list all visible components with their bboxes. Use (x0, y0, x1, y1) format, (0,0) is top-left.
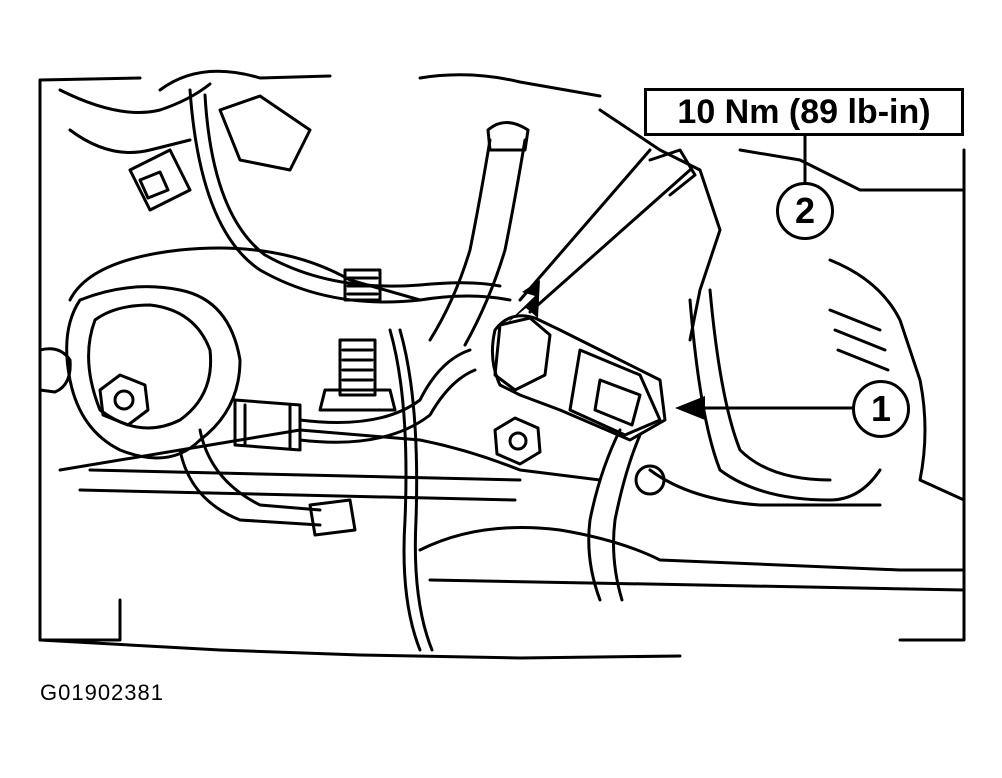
callout-1-arrowhead (675, 396, 705, 420)
upper-hose-2 (68, 128, 192, 154)
center-bolt-center (508, 431, 528, 451)
upper-bracket (218, 94, 312, 172)
lower-rail (78, 468, 522, 502)
left-casting-inner (87, 303, 213, 430)
sensor-connector (568, 348, 662, 437)
torque-spec-label: 10 Nm (89 lb-in) (644, 88, 964, 136)
sensor-harness-2 (612, 433, 642, 602)
wire-loop (188, 88, 512, 304)
stud-upper (343, 268, 382, 302)
center-bolt (493, 416, 542, 466)
lower-tube-b (178, 448, 322, 527)
hose-cap (486, 121, 530, 152)
manifold-right (828, 258, 966, 502)
connector-left-clip (138, 170, 170, 200)
stud-upper-threads (346, 276, 379, 296)
vertical-hose-2 (463, 138, 527, 347)
fitting-2 (308, 498, 357, 537)
manifold-top-right (738, 148, 966, 192)
hose-to-fitting (298, 348, 472, 424)
left-bolt-head (98, 373, 150, 427)
sensor-tab (593, 378, 642, 427)
long-wire (388, 328, 422, 652)
callout-1: 1 (852, 380, 910, 438)
torque-arrow-line-2 (528, 168, 692, 314)
left-casting (65, 285, 242, 460)
upper-hose (58, 82, 212, 114)
left-bolt-center (113, 389, 135, 411)
torque-arrow-line-1 (518, 148, 652, 302)
callout-2: 2 (776, 182, 834, 240)
wire-loop-inner (203, 93, 502, 288)
sensor-body (490, 314, 667, 442)
sensor-harness (587, 428, 622, 602)
stud-lower (338, 338, 377, 397)
left-arm (68, 246, 422, 302)
lower-tube-c (198, 428, 322, 512)
fitting-1 (233, 398, 302, 452)
stud-base (318, 388, 397, 412)
manifold-lower-right (648, 468, 882, 507)
figure-id: G01902381 (40, 680, 164, 705)
lower-tube-a (58, 428, 602, 482)
engine-outline-left (38, 78, 122, 642)
manifold-runner (688, 298, 882, 502)
left-nub (38, 347, 72, 394)
engine-outline-right (898, 148, 966, 642)
stud-lower-threads (341, 348, 374, 382)
vertical-hose (428, 138, 492, 342)
sensor-nut (493, 316, 552, 392)
sensor-top (648, 148, 697, 197)
long-wire-2 (398, 328, 434, 652)
hose-to-fitting-2 (298, 368, 477, 444)
manifold-ribs (828, 308, 890, 372)
torque-arrowhead (505, 280, 540, 325)
lower-pan (418, 526, 966, 572)
manifold-runner-2 (708, 288, 832, 482)
lower-right-bolt (634, 464, 666, 496)
fitting-1-inner (243, 403, 292, 451)
engine-outline-bottom (38, 638, 682, 660)
connector-left (128, 148, 192, 212)
manifold-upper (598, 108, 722, 342)
engine-outline-top (38, 69, 602, 98)
lower-pan-2 (428, 578, 966, 592)
